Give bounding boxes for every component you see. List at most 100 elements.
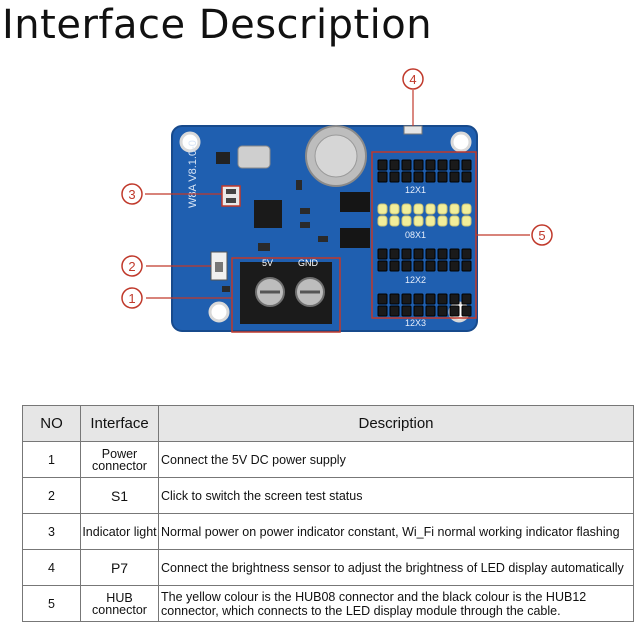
pcb-silkscreen: W8A V8.1.0-0 bbox=[187, 140, 199, 208]
hub-pin bbox=[413, 203, 424, 215]
hub-pin bbox=[449, 159, 460, 171]
table-row: 1 Power connector Connect the 5V DC powe… bbox=[22, 441, 634, 478]
hub-pin bbox=[437, 215, 448, 227]
row-interface: Power connector bbox=[80, 441, 159, 478]
hub-pin bbox=[461, 159, 472, 171]
hub-pin bbox=[425, 171, 436, 183]
hub-pin bbox=[377, 215, 388, 227]
svg-text:12X3: 12X3 bbox=[405, 318, 426, 328]
hub-pin bbox=[413, 171, 424, 183]
hub-pin bbox=[449, 215, 460, 227]
hub-pin bbox=[437, 171, 448, 183]
crystal bbox=[237, 145, 271, 169]
callout-4: 4 bbox=[402, 68, 424, 90]
hub-pin bbox=[413, 248, 424, 260]
driver-ic-1 bbox=[340, 192, 370, 212]
hub-pin bbox=[461, 248, 472, 260]
header-interface: Interface bbox=[80, 405, 159, 442]
hub-pin bbox=[389, 171, 400, 183]
hub-pin bbox=[437, 159, 448, 171]
hub-pin bbox=[389, 293, 400, 305]
hub-pin bbox=[425, 203, 436, 215]
hub-pin bbox=[413, 293, 424, 305]
hub-pin bbox=[389, 215, 400, 227]
hub-pin bbox=[425, 305, 436, 317]
hub-pin bbox=[437, 248, 448, 260]
hub-pin bbox=[449, 260, 460, 272]
table-row: 2 S1 Click to switch the screen test sta… bbox=[22, 477, 634, 514]
hub-pin bbox=[437, 305, 448, 317]
svg-text:5: 5 bbox=[538, 228, 545, 243]
hub-pin bbox=[461, 293, 472, 305]
hub-pin bbox=[461, 260, 472, 272]
svg-text:08X1: 08X1 bbox=[405, 230, 426, 240]
row-description: Connect the 5V DC power supply bbox=[158, 441, 634, 478]
row-interface: S1 bbox=[80, 477, 159, 514]
hub-pin bbox=[449, 203, 460, 215]
row-no: 3 bbox=[22, 513, 81, 550]
hub-pin bbox=[461, 171, 472, 183]
row-interface: Indicator light bbox=[80, 513, 159, 550]
hub-pin bbox=[461, 305, 472, 317]
callout-2: 2 bbox=[121, 255, 143, 277]
hub-pin bbox=[377, 248, 388, 260]
hub-pin bbox=[461, 203, 472, 215]
row-no: 2 bbox=[22, 477, 81, 514]
hub-pin bbox=[389, 203, 400, 215]
svg-text:3: 3 bbox=[128, 187, 135, 202]
hub-pin bbox=[449, 248, 460, 260]
hub-pin bbox=[401, 215, 412, 227]
table-row: 5 HUB connector The yellow colour is the… bbox=[22, 585, 634, 622]
row-no: 1 bbox=[22, 441, 81, 478]
hub-pin bbox=[389, 260, 400, 272]
driver-ic-2 bbox=[340, 228, 370, 248]
hub-pin bbox=[377, 260, 388, 272]
p7-connector bbox=[403, 125, 423, 135]
row-description: Connect the brightness sensor to adjust … bbox=[158, 549, 634, 586]
hub-pin bbox=[449, 293, 460, 305]
callout-1: 1 bbox=[121, 287, 143, 309]
header-no: NO bbox=[22, 405, 81, 442]
hub-pin bbox=[413, 260, 424, 272]
svg-text:12X2: 12X2 bbox=[405, 275, 426, 285]
hub-pin bbox=[413, 159, 424, 171]
svg-text:5V: 5V bbox=[262, 258, 273, 268]
hub-pin bbox=[425, 248, 436, 260]
hub-pin bbox=[437, 293, 448, 305]
hub-pin bbox=[401, 260, 412, 272]
svg-text:12X1: 12X1 bbox=[405, 185, 426, 195]
svg-text:GND: GND bbox=[298, 258, 319, 268]
hub-pin bbox=[449, 171, 460, 183]
hub-pin bbox=[401, 159, 412, 171]
hub-pin bbox=[377, 293, 388, 305]
row-description: Click to switch the screen test status bbox=[158, 477, 634, 514]
page-title: Interface Description bbox=[2, 2, 433, 48]
hub-pin bbox=[461, 215, 472, 227]
svg-text:1: 1 bbox=[128, 291, 135, 306]
row-no: 4 bbox=[22, 549, 81, 586]
table-row: 3 Indicator light Normal power on power … bbox=[22, 513, 634, 550]
header-description: Description bbox=[158, 405, 634, 442]
row-interface: HUB connector bbox=[80, 585, 159, 622]
row-interface: P7 bbox=[80, 549, 159, 586]
callout-5: 5 bbox=[531, 224, 553, 246]
svg-text:4: 4 bbox=[409, 72, 416, 87]
hub-pin bbox=[425, 159, 436, 171]
hub-pin bbox=[425, 293, 436, 305]
hub-pin bbox=[401, 203, 412, 215]
hub-pin bbox=[437, 260, 448, 272]
hub-pin bbox=[425, 215, 436, 227]
power-connector-outline bbox=[231, 257, 341, 333]
hub-pin bbox=[389, 248, 400, 260]
hub-pin bbox=[377, 159, 388, 171]
hub-pin-headers bbox=[377, 159, 472, 317]
hub-pin bbox=[413, 215, 424, 227]
hub-pin bbox=[377, 171, 388, 183]
controller-board-diagram: W8A V8.1.0-0 5V GND 12X1 08X1 12X2 12X3 … bbox=[121, 68, 553, 333]
interface-table: NO Interface Description 1 Power connect… bbox=[22, 405, 634, 622]
row-description: Normal power on power indicator constant… bbox=[158, 513, 634, 550]
table-header-row: NO Interface Description bbox=[22, 405, 634, 442]
callout-3: 3 bbox=[121, 183, 143, 205]
table-row: 4 P7 Connect the brightness sensor to ad… bbox=[22, 549, 634, 586]
hub-pin bbox=[401, 171, 412, 183]
